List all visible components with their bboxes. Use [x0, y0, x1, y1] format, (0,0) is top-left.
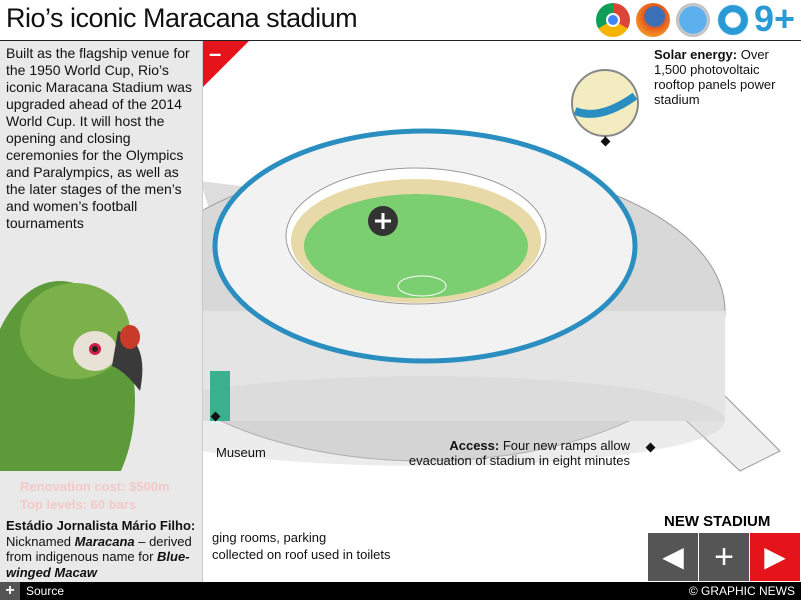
access-callout: Access: Four new ramps allow evacuation …: [408, 438, 630, 468]
renovation-cost: Renovation cost: $500m: [20, 479, 170, 494]
firefox-icon[interactable]: [636, 3, 670, 37]
next-button[interactable]: ▶: [750, 533, 800, 581]
nav-title: NEW STADIUM: [664, 513, 771, 530]
solar-callout: Solar energy: Over 1,500 photovoltaic ro…: [654, 47, 776, 107]
safari-icon[interactable]: [676, 3, 710, 37]
page-title: Rio’s iconic Maracana stadium: [6, 3, 358, 33]
add-button[interactable]: +: [699, 533, 749, 581]
feature-note: collected on roof used in toilets: [212, 547, 391, 562]
zoom-plus-icon: [368, 206, 398, 236]
stadium-caption: Estádio Jornalista Mário Filho: Nickname…: [6, 518, 196, 580]
title-divider: [0, 40, 801, 41]
museum-label: Museum: [216, 445, 266, 460]
browser-version: 9+: [754, 0, 796, 39]
source-link[interactable]: Source: [26, 584, 65, 598]
macaw-image: [0, 281, 143, 471]
footer-bar: + Source © GRAPHIC NEWS: [0, 582, 801, 600]
chrome-icon[interactable]: [596, 3, 630, 37]
feature-note: ging rooms, parking: [212, 530, 327, 545]
ie-icon[interactable]: [716, 3, 750, 37]
prev-button[interactable]: ◀: [648, 533, 698, 581]
top-levels: Top levels: 60 bars: [20, 497, 137, 512]
intro-text: Built as the flagship venue for the 1950…: [6, 45, 192, 231]
info-panel: Built as the flagship venue for the 1950…: [0, 41, 203, 582]
stadium-illustration[interactable]: [200, 41, 801, 582]
credit: © GRAPHIC NEWS: [688, 584, 795, 598]
source-expand-button[interactable]: +: [0, 582, 20, 600]
